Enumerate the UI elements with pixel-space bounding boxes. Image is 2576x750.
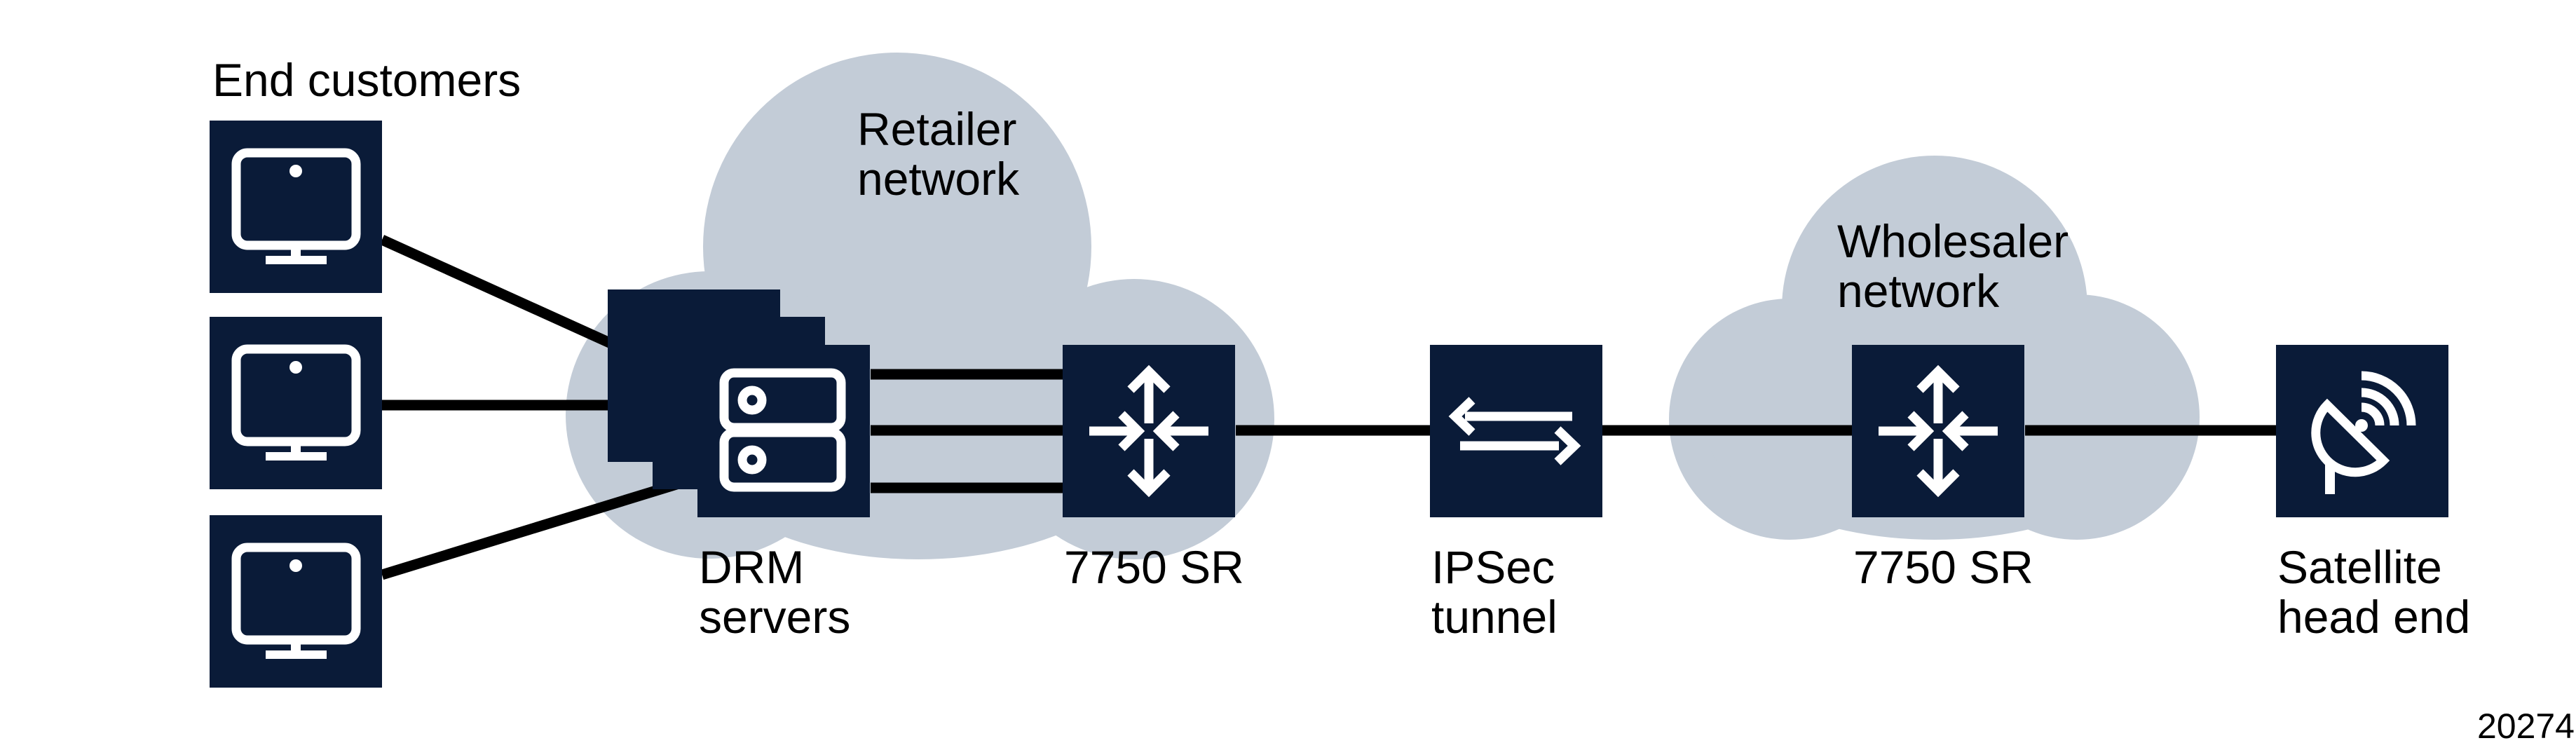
router-wholesaler-label: 7750 SR	[1853, 541, 2033, 593]
connector-lines	[379, 235, 2276, 580]
router-wholesaler-node	[1852, 345, 2024, 517]
satellite-head-end-node	[2276, 345, 2448, 517]
wholesaler-network-label-line1: Wholesaler	[1837, 215, 2069, 267]
router-retailer-node	[1063, 345, 1235, 517]
end-customer-node-1	[210, 121, 382, 293]
retailer-network-label-line2: network	[857, 153, 1020, 205]
router-retailer-label: 7750 SR	[1064, 541, 1244, 593]
ipsec-tunnel-node	[1430, 345, 1602, 517]
drm-servers-label-line2: servers	[699, 591, 850, 643]
end-customer-node-3	[210, 515, 382, 688]
server-stack-icon	[719, 368, 846, 492]
drm-servers-node	[608, 289, 870, 517]
end-customers-label: End customers	[212, 54, 521, 106]
connector-customer1-drm	[379, 235, 637, 359]
satellite-dish-icon	[2311, 371, 2416, 494]
retailer-network-label-line1: Retailer	[857, 103, 1016, 155]
end-customer-node-2	[210, 317, 382, 489]
figure-number: 20274	[2477, 707, 2575, 746]
bidirectional-arrows-icon	[1448, 397, 1581, 465]
satellite-head-end-label-line2: head end	[2277, 591, 2470, 643]
ipsec-tunnel-label-line1: IPSec	[1431, 541, 1555, 593]
wholesaler-network-label-line2: network	[1837, 265, 2000, 317]
connector-customer3-drm	[380, 477, 686, 580]
ipsec-tunnel-label-line2: tunnel	[1431, 591, 1558, 643]
satellite-head-end-label-line1: Satellite	[2277, 541, 2442, 593]
drm-servers-label-line1: DRM	[699, 541, 804, 593]
